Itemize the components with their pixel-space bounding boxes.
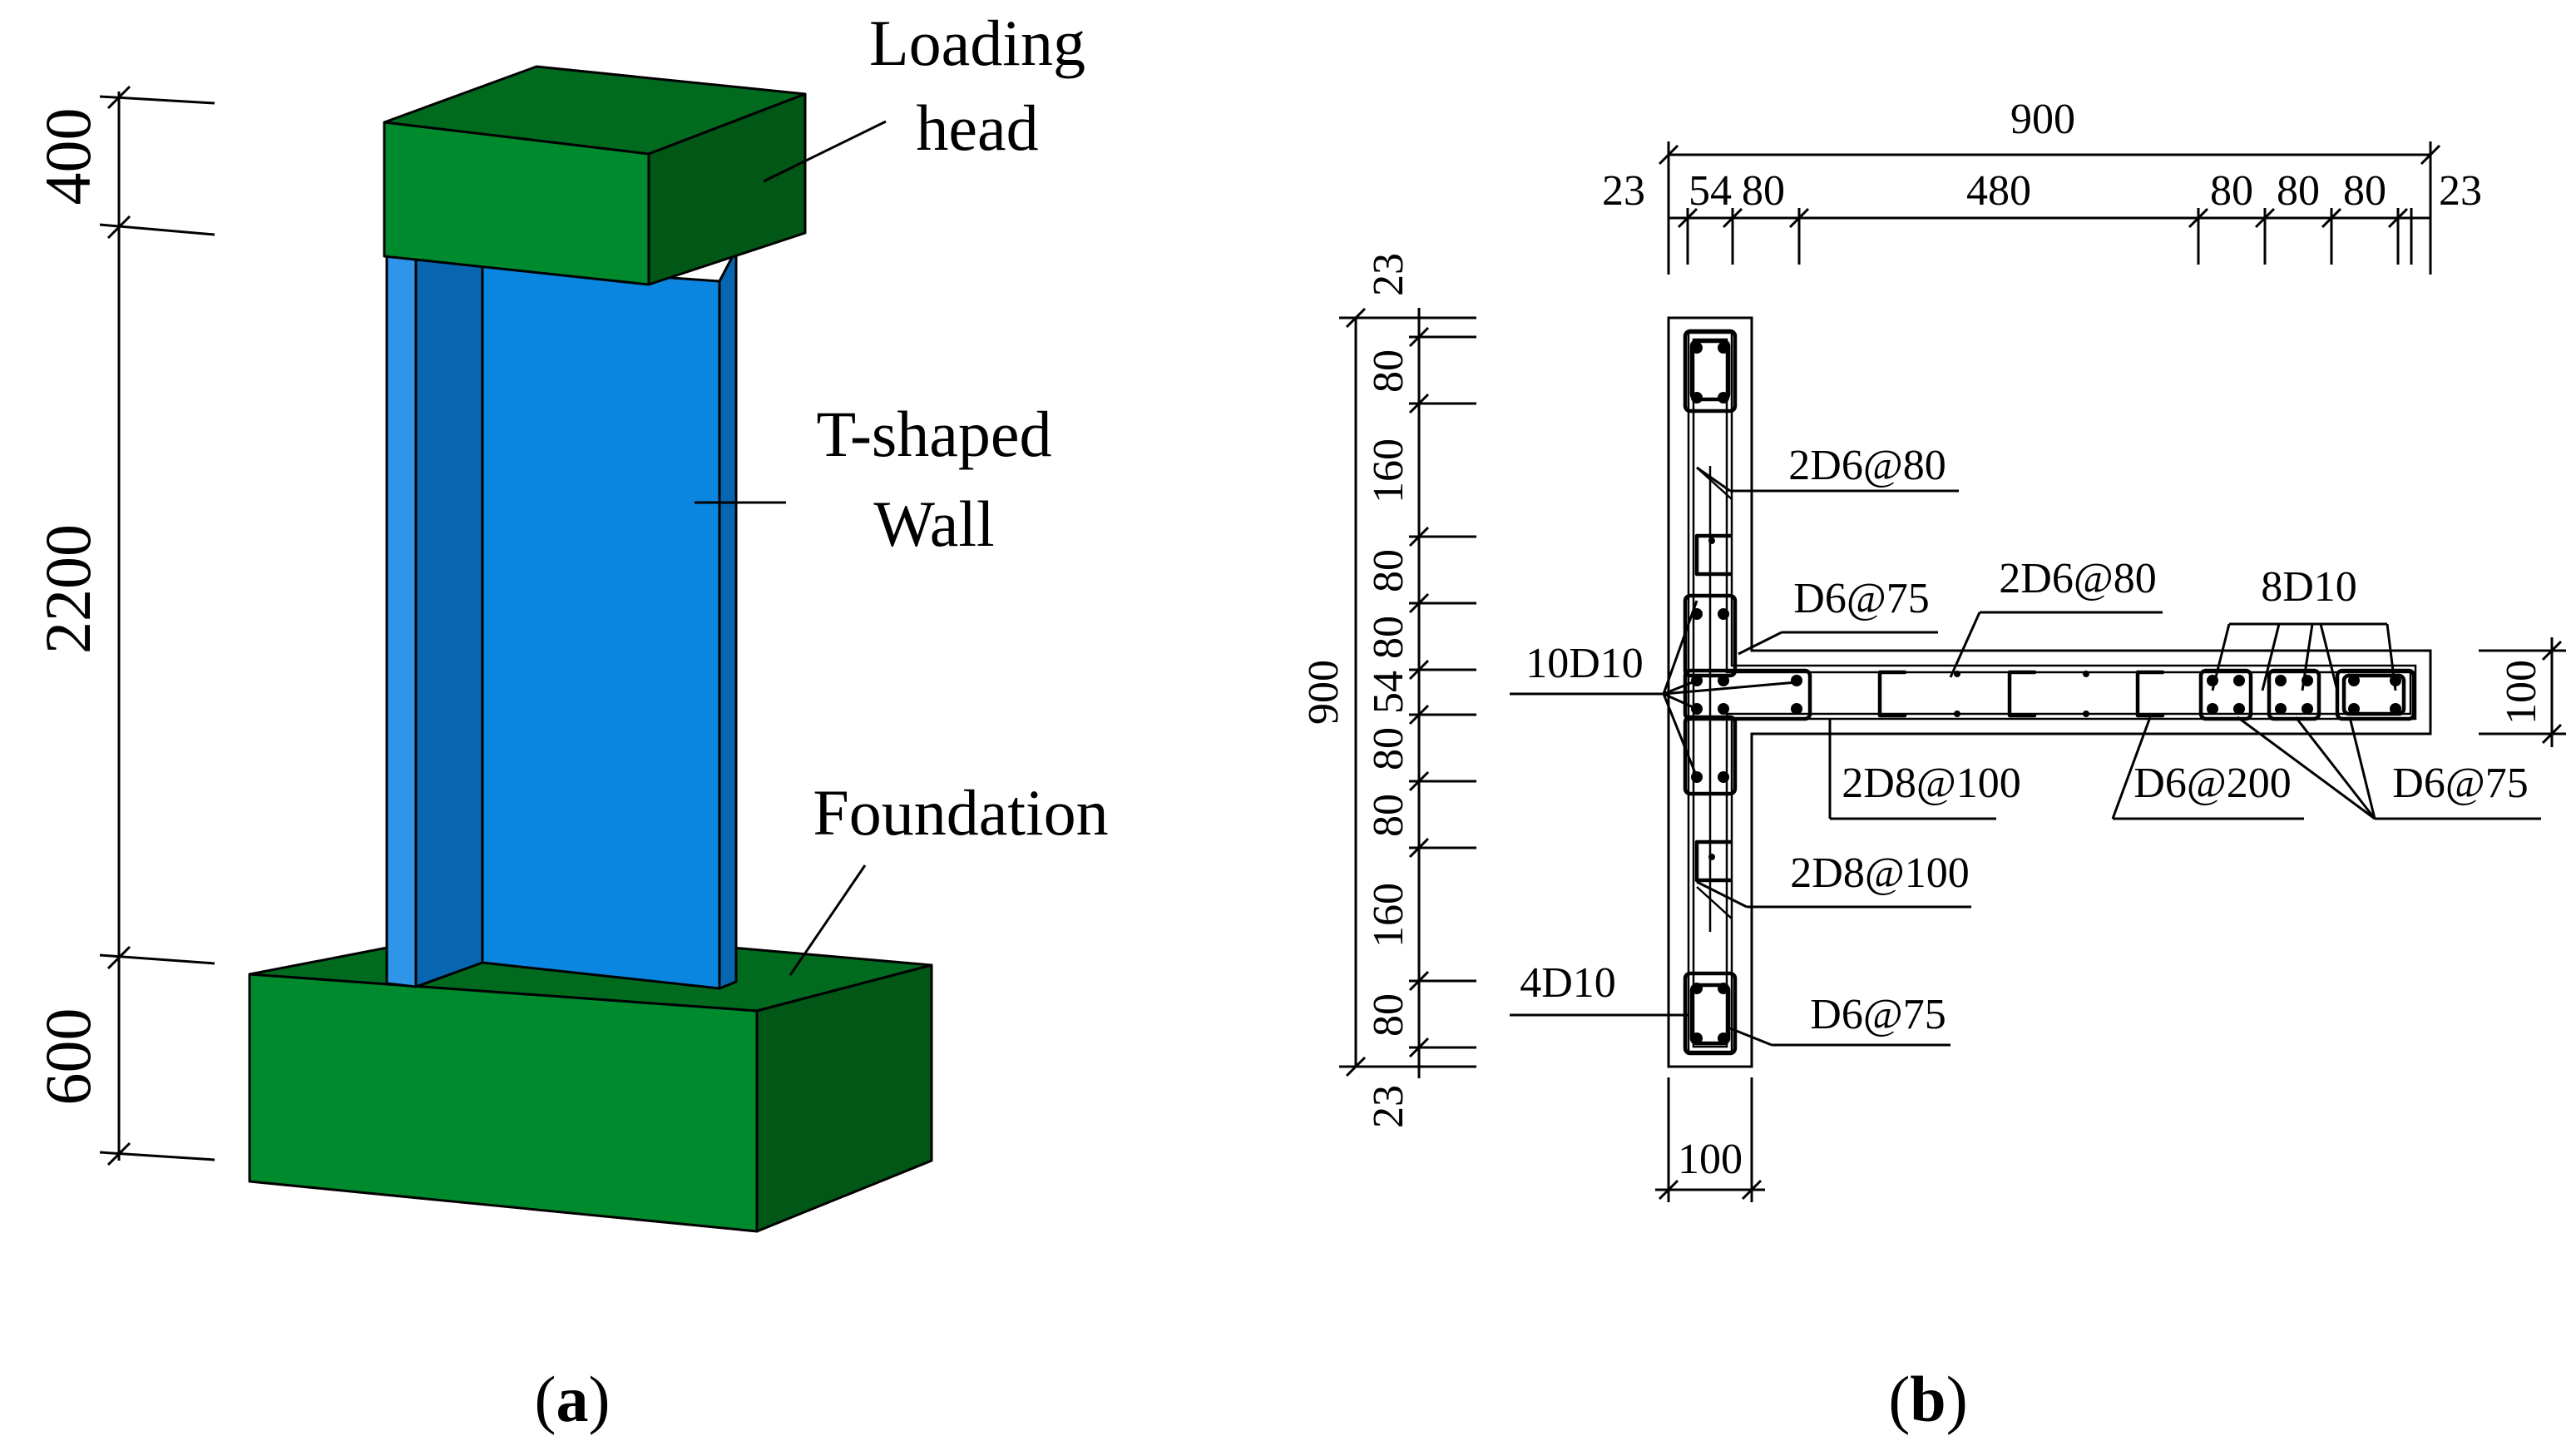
label-foundation: Foundation: [813, 776, 1108, 849]
left-dimensions: 900 23 80 160 80 80 54 80 80 160 80 23: [1300, 253, 1476, 1128]
dim-left-80a: 80: [1365, 349, 1412, 393]
label-rebar-10d10: 10D10: [1525, 640, 1644, 687]
panel-a: Loading head T-shaped Wall Foundation 40…: [32, 7, 1109, 1435]
label-loading-head-1: Loading: [869, 7, 1085, 79]
caption-b: (b): [1888, 1363, 1967, 1435]
web-depth-dimension: 100: [2479, 637, 2566, 747]
dim-wall-height: 2200: [32, 524, 104, 654]
dim-left-160b: 160: [1365, 883, 1412, 948]
dim-foundation-height: 600: [32, 1008, 104, 1106]
label-rebar-2d6-80-flange: 2D6@80: [1788, 442, 1946, 489]
dim-total-width: 900: [2010, 96, 2075, 143]
dim-top-80d: 80: [2343, 167, 2386, 215]
t-shaped-wall: [385, 248, 738, 990]
dim-left-54: 54: [1365, 671, 1412, 714]
flange-ties: [1683, 329, 1812, 1056]
dim-left-23b: 23: [1365, 1085, 1412, 1128]
dim-top-80a: 80: [1742, 167, 1785, 215]
dim-web-depth: 100: [2498, 660, 2545, 725]
label-rebar-d6-200: D6@200: [2133, 760, 2291, 807]
label-rebar-4d10: 4D10: [1520, 959, 1616, 1007]
label-loading-head-2: head: [916, 92, 1038, 164]
height-dimensions: 400 2200 600: [32, 85, 215, 1166]
label-rebar-2d6-80-web: 2D6@80: [1999, 555, 2156, 602]
section-outline: [1667, 316, 2432, 1068]
dim-cover-left: 23: [1602, 167, 1645, 215]
dim-left-80e: 80: [1365, 794, 1412, 837]
dim-flange-width: 100: [1678, 1136, 1743, 1183]
dim-top-54: 54: [1688, 167, 1732, 215]
caption-a: (a): [535, 1363, 611, 1435]
dim-left-80d: 80: [1365, 727, 1412, 770]
panel-b: 900 23 54 80 480 80 80 80 23: [1300, 96, 2566, 1435]
dim-left-80b: 80: [1365, 549, 1412, 592]
top-dimensions: 900 23 54 80 480 80 80 80 23: [1602, 96, 2482, 275]
leader-loading-head: [763, 120, 887, 183]
dim-left-160a: 160: [1365, 438, 1412, 503]
label-wall-2: Wall: [873, 488, 994, 560]
leader-foundation: [789, 864, 867, 976]
label-rebar-d6-75-bottom: D6@75: [1810, 991, 1946, 1038]
dim-total-height: 900: [1300, 660, 1347, 725]
dim-left-23a: 23: [1365, 253, 1412, 296]
dim-left-80c: 80: [1365, 616, 1412, 659]
reinforcement-cage: [1687, 331, 2417, 1053]
label-rebar-8d10: 8D10: [2261, 563, 2357, 611]
label-rebar-d6-75-web: D6@75: [2392, 760, 2528, 807]
dim-top-80c: 80: [2277, 167, 2320, 215]
label-rebar-d6-75-top: D6@75: [1793, 575, 1929, 622]
dim-left-80f: 80: [1365, 993, 1412, 1037]
flange-width-dimension: 100: [1655, 1077, 1765, 1202]
label-rebar-2d8-100-web: 2D8@100: [1842, 760, 2020, 807]
dim-cover-right: 23: [2439, 167, 2482, 215]
rebar-leaders: [1510, 466, 2541, 1047]
dim-top-480: 480: [1966, 167, 2031, 215]
label-rebar-2d8-100-flange: 2D8@100: [1790, 849, 1969, 897]
dim-top-80b: 80: [2210, 167, 2253, 215]
web-ties: [1877, 668, 2416, 721]
dim-loading-head-height: 400: [32, 108, 104, 206]
label-wall-1: T-shaped: [816, 398, 1051, 470]
loading-head: [383, 65, 807, 286]
